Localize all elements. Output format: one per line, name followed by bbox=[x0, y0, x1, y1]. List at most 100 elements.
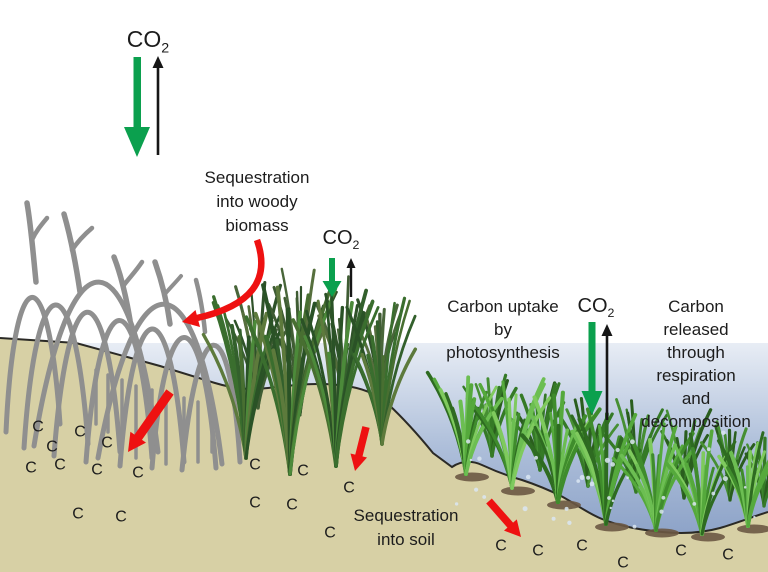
water-speckle bbox=[586, 475, 591, 480]
water-speckle bbox=[659, 509, 664, 514]
grass-blade bbox=[700, 440, 737, 536]
co2-down-arrow bbox=[133, 57, 141, 129]
co2-down-arrow bbox=[329, 258, 335, 284]
woody-biomass-arrow bbox=[196, 238, 265, 322]
co2-text: CO bbox=[322, 227, 353, 249]
co2-subscript: 2 bbox=[161, 40, 170, 57]
seagrass-base-shadow bbox=[547, 500, 581, 510]
water-speckle bbox=[615, 447, 620, 453]
label-sequestration-woody-biomass: Sequestration into woody biomass bbox=[204, 168, 310, 235]
water-speckle bbox=[466, 439, 471, 444]
mangrove-trunks bbox=[24, 200, 208, 335]
grass-blade bbox=[762, 488, 768, 508]
sequestration-arrows bbox=[128, 238, 521, 537]
carbon-symbol: C bbox=[91, 462, 103, 479]
carbon-symbol: C bbox=[617, 555, 629, 572]
water-speckle bbox=[551, 516, 556, 521]
carbon-symbol: C bbox=[101, 435, 113, 452]
water-speckle bbox=[706, 447, 711, 452]
carbon-symbol: C bbox=[324, 525, 336, 542]
water-speckle bbox=[567, 520, 572, 525]
carbon-symbol: C bbox=[297, 463, 309, 480]
carbon-symbol: C bbox=[343, 480, 355, 497]
carbon-symbol: C bbox=[25, 460, 37, 477]
grass-blade bbox=[746, 467, 768, 528]
seagrass-base-shadow bbox=[645, 528, 679, 538]
co2-label-seagrass: CO2 bbox=[578, 295, 615, 320]
water-speckle bbox=[477, 456, 482, 461]
woody-biomass-arrowhead bbox=[182, 310, 200, 327]
carbon-symbol: C bbox=[249, 495, 261, 512]
co2-down-arrowhead bbox=[124, 127, 150, 157]
co2-up-arrowhead bbox=[601, 324, 613, 336]
soil-arrow-marsh bbox=[354, 426, 370, 458]
carbon-symbol: C bbox=[32, 419, 44, 436]
water-speckle bbox=[534, 455, 538, 460]
grass-blade bbox=[604, 448, 642, 526]
water-speckle bbox=[721, 430, 726, 435]
water-speckle bbox=[579, 475, 585, 480]
seagrass-base-shadow bbox=[455, 472, 489, 482]
seagrass-speckles bbox=[454, 430, 756, 529]
co2-text: CO bbox=[577, 295, 608, 317]
seagrass-base-shadow bbox=[691, 532, 725, 542]
marsh-grass-front bbox=[201, 283, 418, 476]
carbon-symbol: C bbox=[132, 465, 144, 482]
co2-flux-arrows-seagrass bbox=[581, 322, 613, 420]
water-speckle bbox=[609, 506, 612, 510]
grass-blade bbox=[464, 396, 504, 476]
water-speckle bbox=[589, 481, 595, 487]
grass-blade bbox=[490, 386, 518, 458]
grass-blade bbox=[380, 347, 418, 446]
carbon-symbol: C bbox=[675, 543, 687, 560]
water-speckle bbox=[525, 474, 531, 480]
co2-label-atmosphere: CO2 bbox=[127, 26, 169, 57]
co2-down-arrow bbox=[588, 322, 596, 394]
co2-subscript: 2 bbox=[352, 238, 360, 252]
carbon-symbol: C bbox=[576, 538, 588, 555]
grass-blade bbox=[244, 309, 283, 460]
water-speckle bbox=[482, 495, 487, 499]
label-sequestration-soil: Sequestration into soil bbox=[353, 506, 459, 549]
seagrass-base-shadow bbox=[737, 524, 768, 534]
water-speckle bbox=[611, 499, 615, 503]
label-carbon-released: Carbon released through respiration and … bbox=[641, 297, 751, 431]
water-speckle bbox=[522, 506, 528, 512]
seagrass-shadows bbox=[455, 472, 768, 542]
water-speckle bbox=[576, 479, 580, 483]
co2-text: CO bbox=[126, 26, 162, 52]
carbon-symbol: C bbox=[72, 506, 84, 523]
carbon-symbol: C bbox=[722, 547, 734, 564]
co2-down-arrowhead bbox=[581, 391, 603, 415]
water-speckle bbox=[711, 491, 716, 496]
water-speckle bbox=[630, 439, 635, 445]
seagrass-base-shadow bbox=[595, 522, 629, 532]
soil-arrowhead-mangrove bbox=[128, 431, 146, 452]
label-carbon-uptake: Carbon uptake by photosynthesis bbox=[446, 297, 560, 362]
water-speckle bbox=[722, 476, 728, 482]
co2-flux-arrows-marsh bbox=[322, 258, 356, 297]
seagrass-front bbox=[425, 370, 768, 537]
water-speckle bbox=[564, 506, 569, 511]
co2-label-marsh: CO2 bbox=[323, 227, 360, 252]
carbon-symbol: C bbox=[74, 424, 86, 441]
grass-blade bbox=[556, 407, 602, 504]
water-speckle bbox=[604, 457, 611, 463]
carbon-symbol: C bbox=[115, 509, 127, 526]
co2-subscript: 2 bbox=[607, 306, 615, 320]
soil-arrowhead-seagrass bbox=[504, 519, 521, 537]
water-speckle bbox=[626, 476, 629, 480]
water-speckle bbox=[743, 486, 747, 489]
water-speckle bbox=[753, 515, 756, 519]
carbon-symbol: C bbox=[46, 439, 58, 456]
seagrass-base-shadow bbox=[501, 486, 535, 496]
soil-arrowhead-marsh bbox=[350, 453, 367, 471]
carbon-symbol: C bbox=[249, 457, 261, 474]
carbon-symbol: C bbox=[532, 543, 544, 560]
co2-down-arrowhead bbox=[322, 281, 342, 297]
carbon-symbol: C bbox=[495, 538, 507, 555]
soil-arrow-seagrass bbox=[486, 498, 514, 529]
